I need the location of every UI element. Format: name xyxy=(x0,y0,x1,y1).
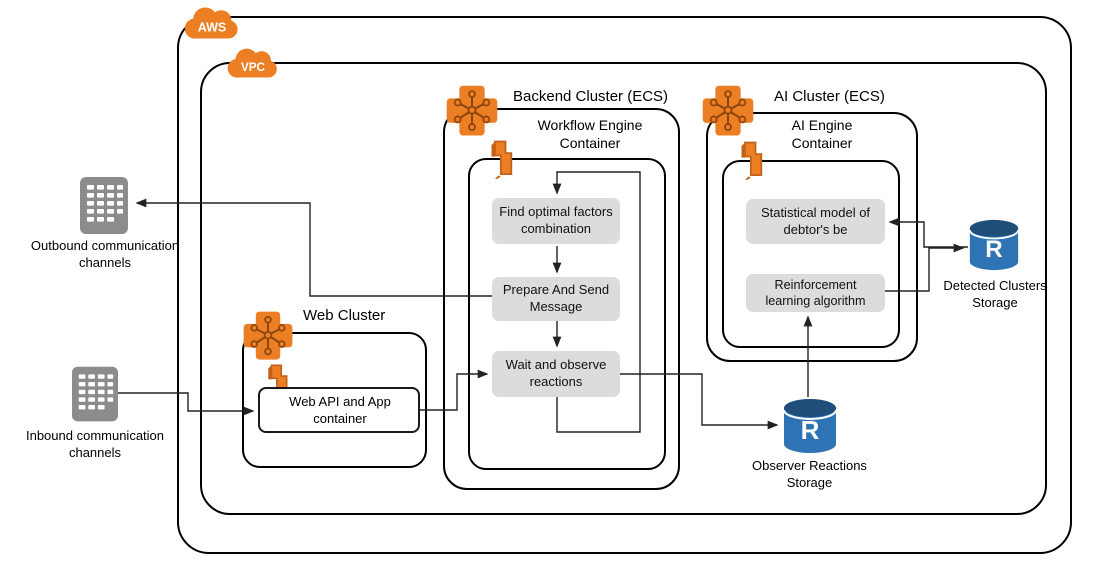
observer-storage-letter: R xyxy=(801,415,820,445)
workflow-container-title: Workflow Engine Container xyxy=(537,117,643,151)
container-icon-ai-engine xyxy=(738,140,766,180)
workflow-container-boundary xyxy=(468,158,666,470)
ecs-cluster-icon-ai xyxy=(701,84,755,138)
ai-engine-container-title: AI Engine Container xyxy=(791,117,853,151)
node-find-optimal-factors: Find optimal factors combination xyxy=(492,198,620,244)
detected-storage-icon: R xyxy=(968,217,1020,273)
aws-label: AWS xyxy=(198,21,227,35)
inbound-channels-icon xyxy=(72,366,118,422)
web-api-container-box xyxy=(258,387,420,433)
observer-storage-label: Observer Reactions Storage xyxy=(752,458,867,490)
node-reinforcement-learning: Reinforcement learning algorithm xyxy=(746,274,885,312)
outbound-channels-icon xyxy=(80,177,128,234)
ai-cluster-title: AI Cluster (ECS) xyxy=(774,88,885,105)
ai-engine-container-boundary xyxy=(722,160,900,348)
container-icon-workflow xyxy=(488,139,516,179)
detected-storage-letter: R xyxy=(985,236,1002,263)
ecs-cluster-icon-web xyxy=(242,310,294,362)
node-prepare-and-send: Prepare And Send Message xyxy=(492,277,620,321)
outbound-channels-label: Outbound communication channels xyxy=(30,238,180,270)
inbound-channels-label: Inbound communication channels xyxy=(25,428,165,460)
vpc-label: VPC xyxy=(241,61,266,74)
ecs-cluster-icon-backend xyxy=(445,84,499,138)
web-api-container-label: Web API and App container xyxy=(289,394,391,426)
vpc-cloud-icon: VPC xyxy=(226,44,280,84)
node-wait-and-observe: Wait and observe reactions xyxy=(492,351,620,397)
observer-storage-icon: R xyxy=(782,397,838,455)
backend-cluster-title: Backend Cluster (ECS) xyxy=(513,88,669,105)
detected-storage-label: Detected Clusters Storage xyxy=(943,278,1047,310)
backend-cluster-boundary xyxy=(443,108,680,490)
aws-cloud-icon: AWS xyxy=(183,3,241,45)
web-cluster-title: Web Cluster xyxy=(303,307,386,324)
node-statistical-model: Statistical model of debtor's be xyxy=(746,199,885,244)
